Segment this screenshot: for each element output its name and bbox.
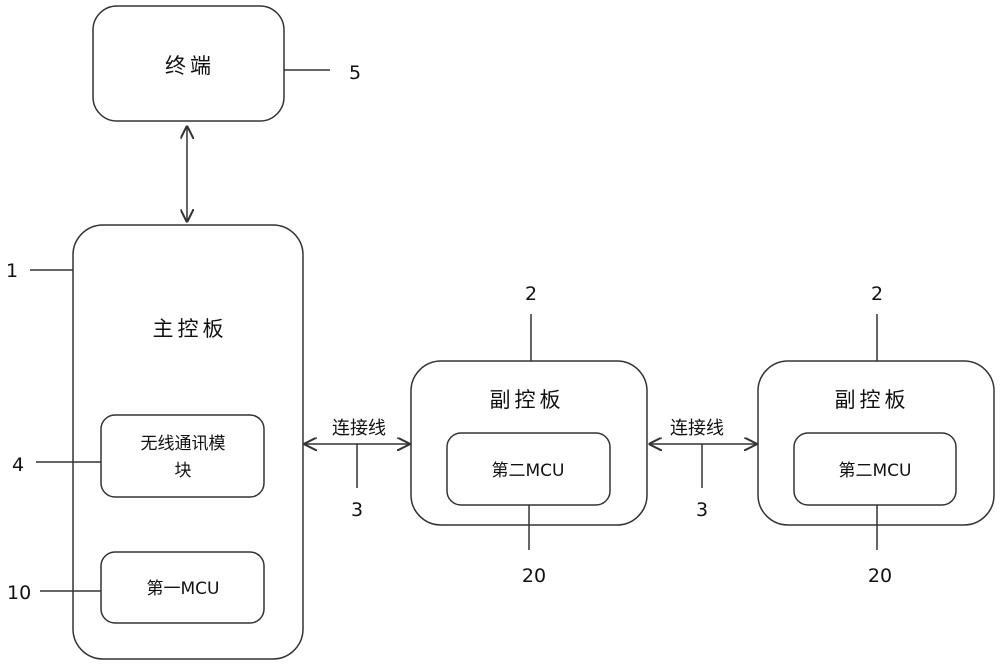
connection-1-label: 连接线: [332, 418, 386, 439]
wireless-module-label-line2: 块: [175, 461, 192, 481]
connection-2: 连接线 3: [650, 418, 756, 521]
sub-board-2-block: 副控板 2 第二MCU 20: [757, 283, 995, 587]
sub-board-1-mcu-label: 第二MCU: [492, 461, 565, 481]
wireless-module-label-line1: 无线通讯模: [141, 434, 226, 454]
sub-board-1-block: 副控板 2 第二MCU 20: [410, 283, 648, 587]
sub-board-2-mcu-ref: 20: [868, 565, 892, 587]
sub-board-2-label: 副控板: [835, 388, 910, 412]
connection-1-ref: 3: [351, 499, 363, 521]
connection-1: 连接线 3: [305, 418, 409, 521]
sub-board-1-label: 副控板: [490, 388, 565, 412]
sub-board-2-mcu-label: 第二MCU: [839, 461, 912, 481]
main-board-label: 主控板: [153, 317, 228, 341]
sub-board-1-mcu-ref: 20: [522, 565, 546, 587]
sub-board-2-ref: 2: [871, 283, 883, 305]
main-board-ref: 1: [6, 260, 18, 282]
first-mcu-label: 第一MCU: [147, 579, 220, 599]
connection-2-label: 连接线: [670, 418, 724, 439]
first-mcu-box: [100, 551, 265, 624]
terminal-label: 终端: [165, 54, 215, 78]
connection-2-ref: 3: [696, 499, 708, 521]
sub-board-1-ref: 2: [525, 283, 537, 305]
first-mcu-ref: 10: [7, 582, 31, 604]
terminal-box: [92, 5, 285, 122]
terminal-ref: 5: [349, 62, 361, 84]
main-board-block: 主控板 1 无线通讯模 块 4 第一MCU 10: [6, 224, 304, 660]
wireless-module-box: [100, 414, 265, 498]
sub-board-2-mcu-box: [793, 432, 957, 506]
terminal-block: 终端 5: [92, 5, 361, 122]
wireless-module-ref: 4: [12, 454, 24, 476]
